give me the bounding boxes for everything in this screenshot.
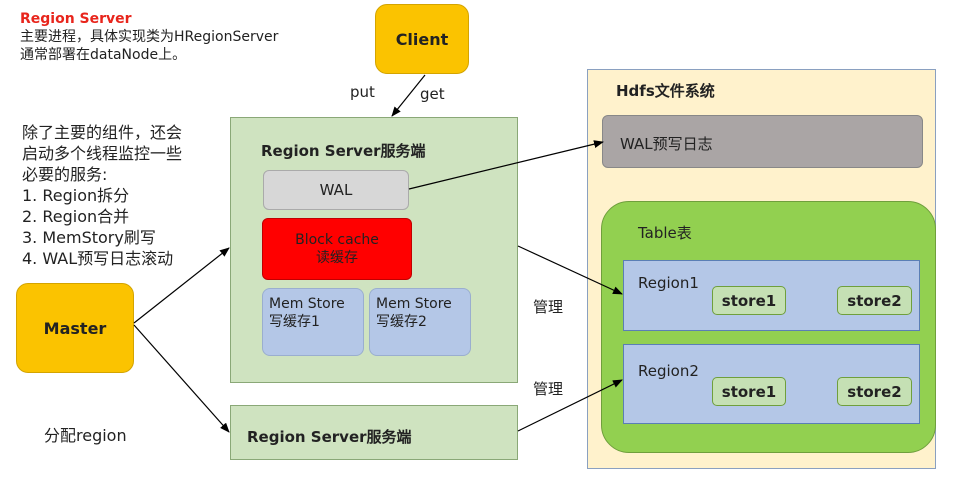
region-2-store-2: store2 [837,377,912,406]
memstore-1: Mem Store 写缓存1 [262,288,364,356]
server1-to-region1-arrow [517,245,623,295]
service-item: 3. MemStory刷写 [22,228,156,247]
region-server-2: Region Server服务端 [230,405,518,460]
block-cache-label: Block cache [295,232,379,248]
note-title: Region Server [20,11,132,27]
region-1-label: Region1 [638,274,699,292]
region-2-label: Region2 [638,362,699,380]
block-cache: Block cache 读缓存 [262,218,412,280]
put-label: put [350,83,375,101]
table: Table表 Region1 store1 store2 Region2 sto… [601,201,936,453]
services-intro-1: 除了主要的组件，还会 [22,123,183,142]
service-item: 2. Region合并 [22,207,130,226]
service-item: 1. Region拆分 [22,186,130,205]
region-server-2-title: Region Server服务端 [247,428,412,446]
memstore-2-sublabel: 写缓存2 [376,314,427,330]
service-item: 4. WAL预写日志滚动 [22,249,174,268]
block-cache-sublabel: 读缓存 [316,250,358,266]
memstore-1-sublabel: 写缓存1 [269,314,320,330]
note-line-1: 主要进程，具体实现类为HRegionServer [20,29,279,45]
get-label: get [420,85,445,103]
memstore-wal: WAL [263,170,409,210]
note-line-2: 通常部署在dataNode上。 [20,47,187,63]
memstore-2: Mem Store 写缓存2 [369,288,471,356]
services-intro-3: 必要的服务: [22,165,108,184]
services-description: 除了主要的组件，还会 启动多个线程监控一些 必要的服务: 1. Region拆分… [22,122,182,269]
manage-label-1: 管理 [533,298,564,316]
master-node: Master [16,283,134,373]
region-2-store-1: store1 [712,377,786,406]
table-label: Table表 [638,224,692,242]
master-to-server1-arrow [133,247,230,324]
services-intro-2: 启动多个线程监控一些 [22,144,183,163]
region-server-1-title: Region Server服务端 [261,142,426,160]
region-server-note: Region Server 主要进程，具体实现类为HRegionServer 通… [20,10,278,64]
region-1: Region1 store1 store2 [623,260,920,331]
assign-region-label: 分配region [44,426,127,445]
hdfs-wal-label: WAL预写日志 [620,135,713,153]
region-2: Region2 store1 store2 [623,344,920,424]
region-1-store-2: store2 [837,286,912,315]
region-1-store-1: store1 [712,286,786,315]
client-node: Client [375,4,469,74]
manage-label-2: 管理 [533,380,564,398]
hdfs-filesystem: Hdfs文件系统 WAL预写日志 Table表 Region1 store1 s… [587,69,936,469]
hdfs-title: Hdfs文件系统 [616,82,715,100]
wal-to-hdfs-arrow [408,140,604,190]
region-server-1: Region Server服务端 WAL Block cache 读缓存 Mem… [230,117,518,383]
master-to-server2-arrow [133,324,230,433]
client-put-arrow [391,74,426,117]
hdfs-wal-log: WAL预写日志 [602,115,923,168]
server2-to-region2-arrow [517,379,623,432]
memstore-2-label: Mem Store [376,296,452,312]
memstore-1-label: Mem Store [269,296,345,312]
